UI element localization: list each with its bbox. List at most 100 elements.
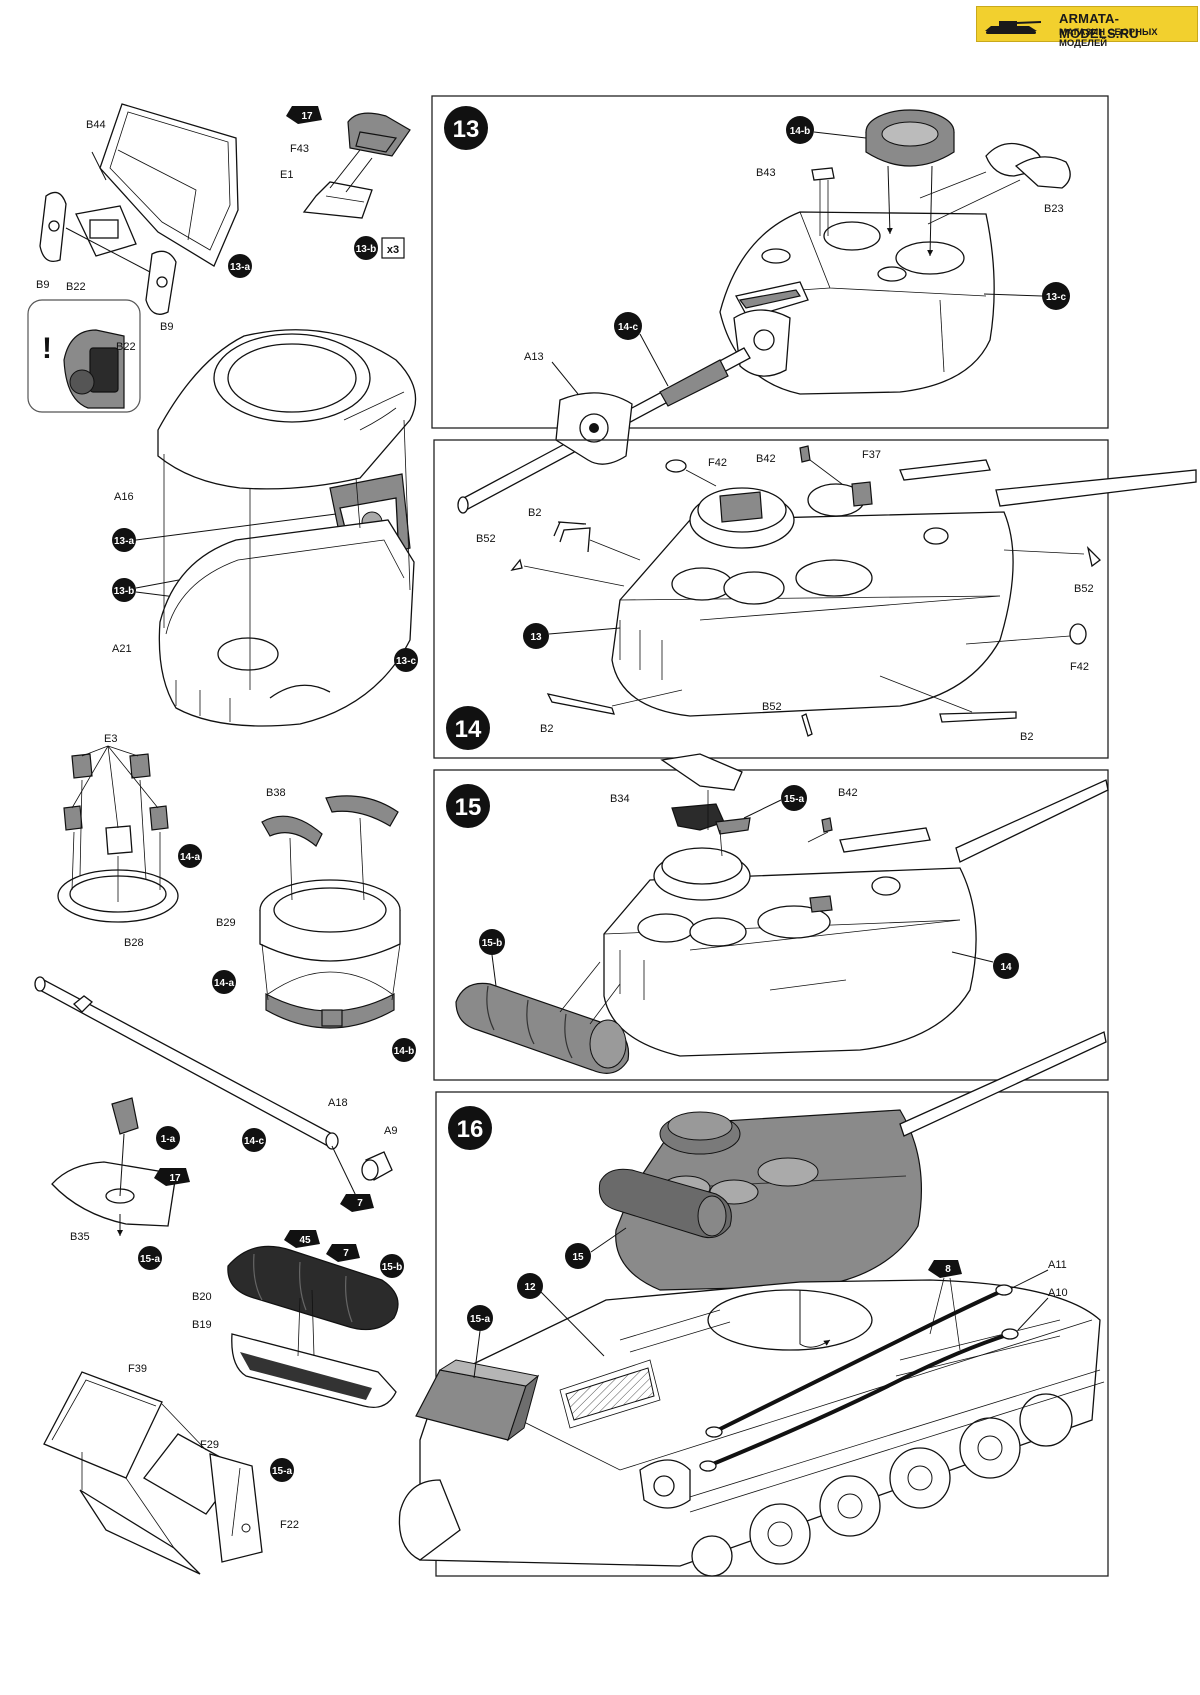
subassembly-15b-logs <box>227 1245 399 1409</box>
svg-text:14-c: 14-c <box>618 322 638 333</box>
svg-text:17: 17 <box>169 1173 181 1184</box>
box-15a-mounted <box>415 1359 540 1442</box>
badge-15b: 15-b <box>479 929 505 955</box>
badge-13: 13 <box>523 623 549 649</box>
subassembly-13a <box>39 103 239 315</box>
part-label-b52: B52 <box>1074 583 1094 595</box>
part-label-b22: B22 <box>66 281 86 293</box>
part-label-f29: F29 <box>200 1439 219 1451</box>
svg-text:14: 14 <box>1000 962 1012 973</box>
svg-text:12: 12 <box>524 1282 536 1293</box>
svg-text:13: 13 <box>530 632 542 643</box>
svg-text:13-a: 13-a <box>114 536 134 547</box>
svg-text:8: 8 <box>945 1264 951 1275</box>
svg-text:13-c: 13-c <box>1046 292 1066 303</box>
svg-text:15: 15 <box>572 1252 584 1263</box>
badge-14a: 14-a <box>178 844 202 868</box>
svg-text:15-a: 15-a <box>140 1254 160 1265</box>
step-13-turret <box>719 211 995 395</box>
svg-text:15-a: 15-a <box>784 794 804 805</box>
step-14-number: 14 <box>446 706 490 750</box>
turret-ring-14b <box>865 109 955 257</box>
svg-text:7: 7 <box>357 1198 363 1209</box>
step-14-frame <box>433 439 1109 759</box>
gun-barrel-a18 <box>34 976 393 1201</box>
svg-text:13-b: 13-b <box>356 244 377 255</box>
badge-13b: 13-b <box>354 236 378 260</box>
badge-14c: 14-c <box>242 1128 266 1152</box>
badge-14b: 14-b <box>392 1038 416 1062</box>
warning-detail-box: ! <box>27 299 141 413</box>
turret-lower-a21 <box>158 519 415 727</box>
badge-1a: 1-a <box>156 1126 180 1150</box>
part-label-b2: B2 <box>528 507 541 519</box>
svg-text:15-b: 15-b <box>482 938 503 949</box>
logs-15b <box>455 961 630 1074</box>
tow-cables <box>699 1284 1019 1472</box>
svg-text:15: 15 <box>455 794 482 821</box>
part-label-b9: B9 <box>160 321 173 333</box>
part-label-b43: B43 <box>756 167 776 179</box>
part-label-a13: A13 <box>524 351 544 363</box>
part-label-b42: B42 <box>838 787 858 799</box>
part-label-f42: F42 <box>708 457 727 469</box>
quantity-badge: x3 <box>381 237 405 259</box>
step-16-hull <box>398 1279 1105 1577</box>
part-label-f43: F43 <box>290 143 309 155</box>
part-label-f42: F42 <box>1070 661 1089 673</box>
warning-icon: ! <box>42 332 52 365</box>
part-label-b42: B42 <box>756 453 776 465</box>
star-7: 7 <box>340 1194 374 1212</box>
part-label-b52: B52 <box>762 701 782 713</box>
brand-logo[interactable]: ARMATA-MODELS.RU МАГАЗИН СБОРНЫХ МОДЕЛЕЙ <box>976 6 1198 49</box>
star-17: 17 <box>286 106 322 124</box>
part-label-a21: A21 <box>112 643 132 655</box>
svg-text:14-b: 14-b <box>790 126 811 137</box>
part-label-b44: B44 <box>86 119 106 131</box>
svg-text:14-a: 14-a <box>180 852 200 863</box>
subassembly-13b <box>302 112 411 219</box>
step-13-frame <box>431 95 1109 429</box>
part-label-b22: B22 <box>116 341 136 353</box>
svg-text:15-b: 15-b <box>382 1262 403 1273</box>
svg-text:14-b: 14-b <box>394 1046 415 1057</box>
badge-15a: 15-a <box>270 1458 294 1482</box>
part-label-a10: A10 <box>1048 1287 1068 1299</box>
part-label-f22: F22 <box>280 1519 299 1531</box>
subassembly-15a-box <box>43 1371 263 1575</box>
brand-name: ARMATA-MODELS.RU <box>1059 11 1139 41</box>
star-7: 7 <box>326 1244 360 1262</box>
step-15-frame <box>433 769 1109 1081</box>
step-14-small-parts <box>510 445 1101 737</box>
badge-13a: 13-a <box>228 254 252 278</box>
svg-text:14-a: 14-a <box>214 978 234 989</box>
part-b34 <box>660 753 751 857</box>
svg-text:45: 45 <box>299 1235 311 1246</box>
part-label-b9: B9 <box>36 279 49 291</box>
badge-14c: 14-c <box>614 312 642 340</box>
star-45: 45 <box>284 1230 320 1248</box>
badge-15a: 15-a <box>138 1246 162 1270</box>
svg-text:16: 16 <box>457 1116 484 1143</box>
assembly-guidelines <box>163 419 411 690</box>
svg-text:15-a: 15-a <box>470 1314 490 1325</box>
part-label-b35: B35 <box>70 1231 90 1243</box>
svg-text:17: 17 <box>301 111 313 122</box>
part-label-b20: B20 <box>192 1291 212 1303</box>
svg-text:14: 14 <box>455 716 482 743</box>
part-label-e3: E3 <box>104 733 117 745</box>
part-label-b29: B29 <box>216 917 236 929</box>
svg-text:1-a: 1-a <box>161 1134 176 1145</box>
step-16-turret <box>598 1031 1107 1291</box>
subassembly-14a-cupola <box>57 745 179 923</box>
badge-12: 12 <box>517 1273 543 1299</box>
part-label-b23: B23 <box>1044 203 1064 215</box>
part-label-b2: B2 <box>1020 731 1033 743</box>
badge-13b: 13-b <box>112 578 136 602</box>
part-label-a18: A18 <box>328 1097 348 1109</box>
svg-text:13-b: 13-b <box>114 586 135 597</box>
step-14-turret <box>611 459 1197 717</box>
step-15-number: 15 <box>446 784 490 828</box>
gun-assembly-14c <box>457 347 751 514</box>
